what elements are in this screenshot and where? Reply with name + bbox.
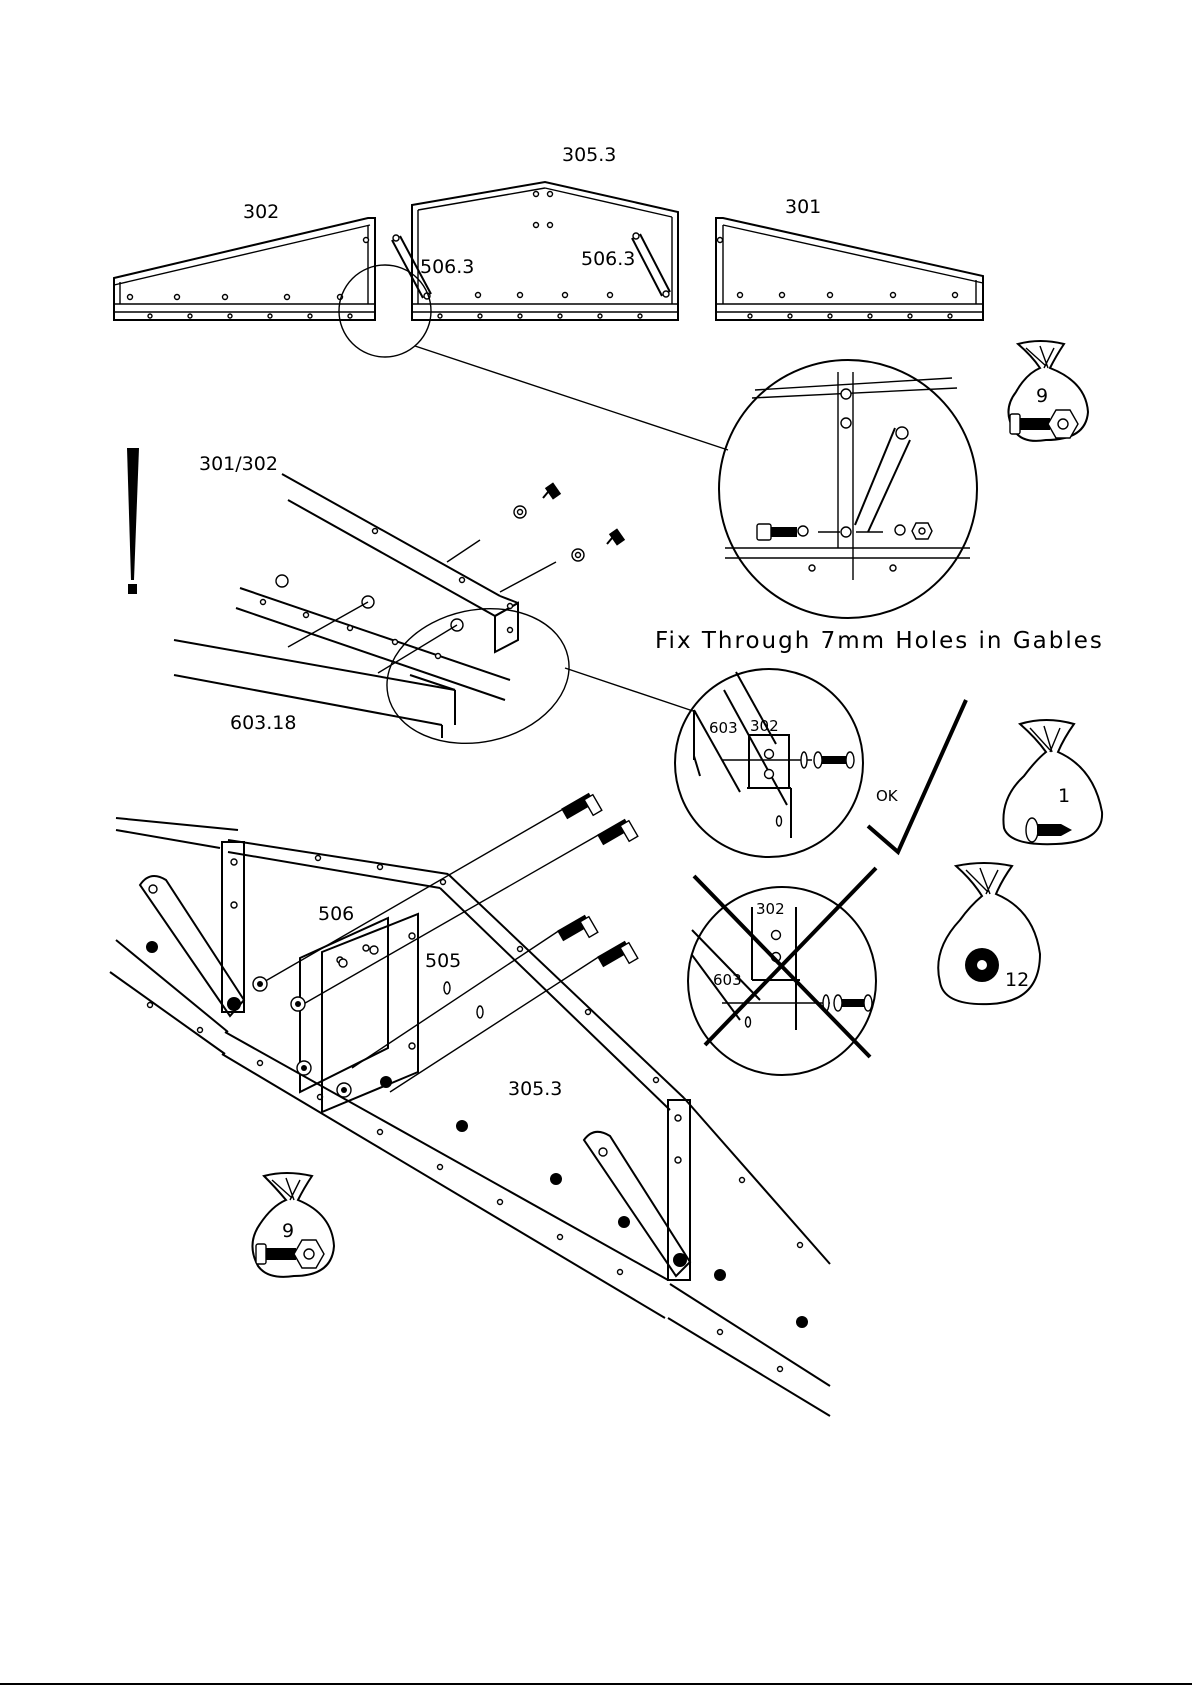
label-505: 505 bbox=[425, 950, 461, 972]
wrong-screw-icon bbox=[834, 995, 872, 1011]
label-305-3-top: 305.3 bbox=[562, 144, 616, 166]
zoom-bolt-icon bbox=[757, 524, 797, 540]
bolt-icon-4 bbox=[597, 941, 638, 967]
bolt-icon-1 bbox=[561, 793, 602, 819]
label-603-18: 603.18 bbox=[230, 712, 296, 734]
bag-count-bolt-nut-bottom: 9 bbox=[282, 1220, 294, 1242]
zoom-nut-icon bbox=[912, 523, 932, 539]
label-302-top: 302 bbox=[243, 201, 279, 223]
joint-callout-leader bbox=[415, 346, 728, 450]
gable-301-holes bbox=[718, 238, 958, 319]
fixing-bag-bolt-nut-top bbox=[1008, 341, 1088, 441]
rail-603-18 bbox=[174, 588, 510, 738]
ok-label: OK bbox=[876, 787, 899, 805]
label-506-3-left: 506.3 bbox=[420, 256, 474, 278]
label-302-wrong: 302 bbox=[756, 900, 785, 918]
fixing-bag-screw bbox=[1003, 720, 1102, 844]
gable-302-panel bbox=[114, 218, 375, 320]
ok-screw-icon bbox=[814, 752, 854, 768]
main-bolt-fixings bbox=[253, 793, 638, 1097]
bolt-icon-2 bbox=[597, 819, 638, 845]
label-305-3-main: 305.3 bbox=[508, 1078, 562, 1100]
zoom-detail-gable-joint bbox=[719, 360, 977, 618]
rail-callout-ellipse bbox=[374, 592, 581, 759]
main-gable-nuts bbox=[146, 941, 808, 1328]
bracket-505 bbox=[322, 914, 418, 1112]
gable-301-panel bbox=[716, 218, 983, 320]
label-603-wrong: 603 bbox=[713, 971, 742, 989]
nut-icons bbox=[253, 977, 351, 1097]
fix-through-note: Fix Through 7mm Holes in Gables bbox=[655, 628, 1104, 654]
bag-count-screw: 1 bbox=[1058, 785, 1070, 807]
beam-fixing-lines bbox=[276, 482, 625, 673]
rail-callout-leader bbox=[565, 668, 696, 712]
label-506-3-right: 506.3 bbox=[581, 248, 635, 270]
joint-callout-circle bbox=[339, 265, 431, 357]
label-603-ok: 603 bbox=[709, 719, 738, 737]
gable-302-holes bbox=[128, 238, 369, 319]
brace-506-3-right bbox=[632, 233, 670, 297]
bag-count-bolt-nut-top: 9 bbox=[1036, 385, 1048, 407]
main-brace-right bbox=[584, 1132, 690, 1276]
warning-icon bbox=[127, 448, 139, 594]
detail-correct-fixing bbox=[675, 669, 863, 857]
zoom-brace bbox=[855, 427, 910, 532]
screw-icon-lower bbox=[607, 528, 625, 545]
label-302-ok: 302 bbox=[750, 717, 779, 735]
ok-check-icon bbox=[868, 700, 966, 852]
label-506: 506 bbox=[318, 903, 354, 925]
bag-count-washer: 12 bbox=[1005, 969, 1029, 991]
wrong-cross-icon bbox=[694, 868, 876, 1057]
zoom-hole-left bbox=[798, 526, 808, 536]
zoom-hole-right bbox=[895, 525, 905, 535]
bolt-icon-3 bbox=[557, 915, 598, 941]
screw-icon-upper bbox=[543, 482, 561, 499]
beam-301-302 bbox=[282, 474, 518, 652]
main-gable-holes bbox=[148, 856, 803, 1372]
label-301-302: 301/302 bbox=[199, 453, 278, 475]
label-301-top: 301 bbox=[785, 196, 821, 218]
